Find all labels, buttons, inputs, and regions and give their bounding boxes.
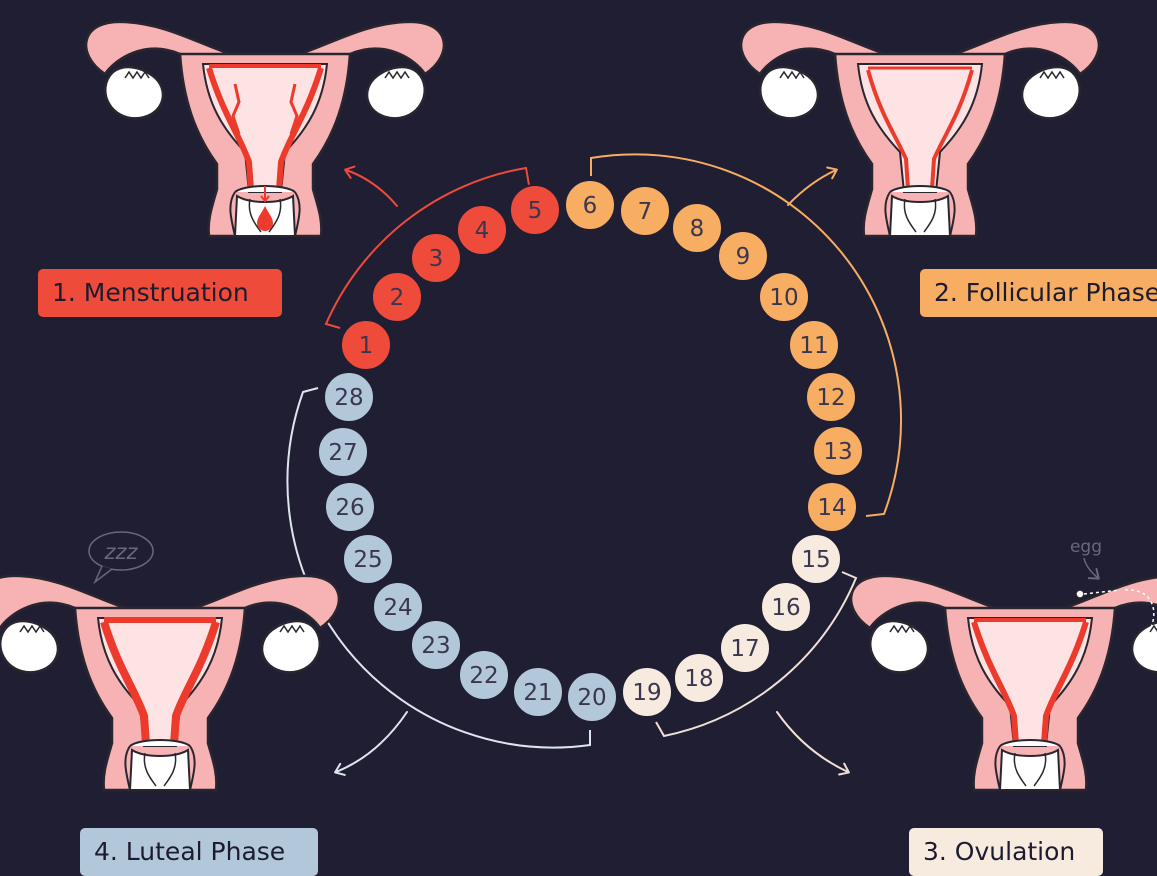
arrow-to-follicular-icon — [788, 170, 836, 205]
day-number: 4 — [475, 218, 490, 244]
uterus-ovulation-icon — [851, 576, 1157, 790]
day-number: 22 — [469, 663, 498, 689]
day-circle: 2 — [372, 272, 422, 322]
day-circle: 26 — [325, 482, 375, 532]
day-number: 25 — [353, 547, 382, 573]
day-number: 16 — [771, 595, 800, 621]
uterus-illustrations — [0, 22, 1157, 790]
day-circle: 9 — [718, 231, 768, 281]
day-number: 24 — [383, 595, 412, 621]
day-number: 2 — [390, 285, 405, 311]
day-circle: 16 — [761, 582, 811, 632]
day-circle: 22 — [459, 650, 509, 700]
day-number: 7 — [638, 199, 653, 225]
arrow-to-menstruation-icon — [346, 170, 397, 206]
day-number: 21 — [523, 680, 552, 706]
phase-label-follicular: 2. Follicular Phase — [920, 269, 1157, 317]
day-circle: 5 — [510, 185, 560, 235]
uterus-luteal-icon — [0, 576, 339, 790]
uterus-follicular-icon — [741, 22, 1099, 236]
day-circle: 28 — [324, 372, 374, 422]
day-circle: 23 — [411, 620, 461, 670]
day-number: 18 — [684, 666, 713, 692]
phase-label-luteal: 4. Luteal Phase — [80, 828, 318, 876]
phase-label-ovulation: 3. Ovulation — [909, 828, 1103, 876]
day-number: 1 — [359, 333, 374, 359]
egg-pointer-icon — [1084, 558, 1098, 578]
day-circle: 11 — [789, 320, 839, 370]
day-circle: 27 — [318, 427, 368, 477]
day-circle: 17 — [720, 623, 770, 673]
day-number: 28 — [334, 385, 363, 411]
day-circle: 21 — [513, 667, 563, 717]
day-circle: 24 — [373, 582, 423, 632]
day-number: 19 — [632, 680, 661, 706]
day-number: 8 — [690, 216, 705, 242]
day-number: 27 — [328, 440, 357, 466]
day-number: 13 — [823, 439, 852, 465]
day-number: 23 — [421, 633, 450, 659]
speech-bubble-tail-icon — [95, 566, 112, 582]
day-circle: 1 — [341, 320, 391, 370]
day-number: 17 — [730, 636, 759, 662]
egg-text: egg — [1070, 537, 1102, 557]
phase-label-menstruation: 1. Menstruation — [38, 269, 282, 317]
day-circle: 8 — [672, 203, 722, 253]
day-number: 5 — [528, 198, 543, 224]
day-circle: 3 — [411, 233, 461, 283]
day-circle: 4 — [457, 205, 507, 255]
day-number: 20 — [577, 685, 606, 711]
day-number: 3 — [429, 246, 444, 272]
phase-brackets — [287, 154, 901, 747]
arrow-to-luteal-icon — [336, 712, 407, 772]
day-circle: 15 — [791, 534, 841, 584]
uterus-menstruation-icon — [86, 22, 444, 236]
day-circle: 13 — [813, 426, 863, 476]
day-number: 9 — [736, 244, 751, 270]
day-circle: 10 — [759, 272, 809, 322]
day-number: 10 — [769, 285, 798, 311]
egg-icon — [1076, 590, 1084, 598]
arrow-to-ovulation-icon — [777, 712, 848, 772]
day-circle: 6 — [565, 180, 615, 230]
day-number: 15 — [801, 547, 830, 573]
day-number: 14 — [817, 495, 846, 521]
day-circle: 14 — [807, 482, 857, 532]
day-number: 12 — [816, 385, 845, 411]
sleep-text: zzz — [103, 540, 138, 564]
day-number: 11 — [799, 333, 828, 359]
day-circle: 7 — [620, 186, 670, 236]
day-circle: 20 — [567, 672, 617, 722]
day-circle: 12 — [806, 372, 856, 422]
sleep-annotation: zzz — [89, 532, 153, 582]
day-circle: 25 — [343, 534, 393, 584]
day-circle: 18 — [674, 653, 724, 703]
day-circle: 19 — [622, 667, 672, 717]
day-number: 26 — [335, 495, 364, 521]
egg-annotation: egg — [1070, 537, 1102, 578]
day-number: 6 — [583, 193, 598, 219]
